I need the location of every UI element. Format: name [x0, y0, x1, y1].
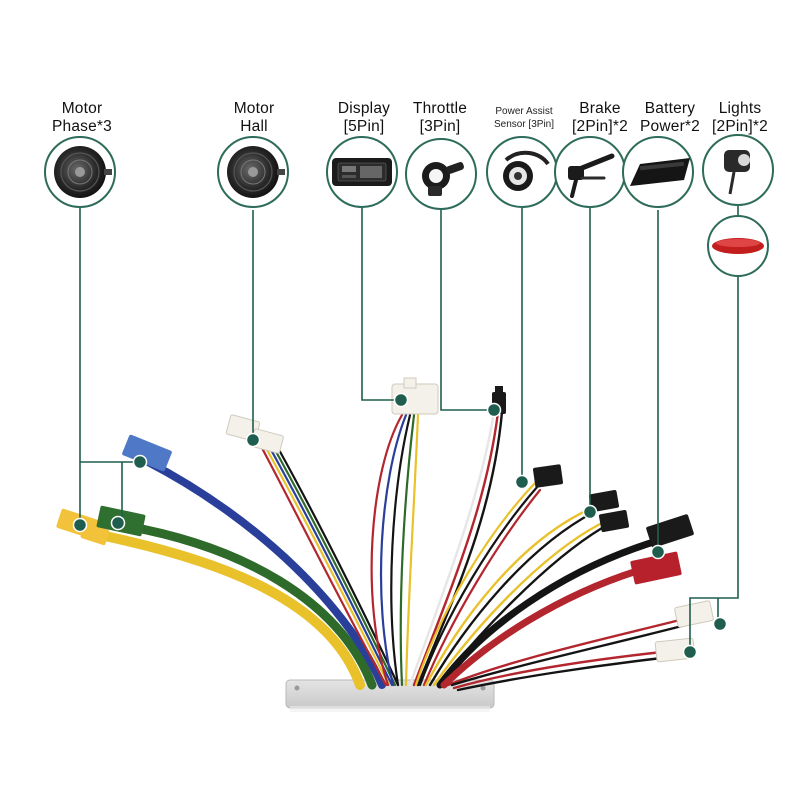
wire-display-blue: [379, 413, 408, 687]
wire-display-yellow: [404, 413, 420, 687]
leader-throttle: [440, 210, 492, 411]
node-pas: [514, 474, 530, 490]
node-hall: [245, 432, 261, 448]
connectors: [56, 377, 714, 663]
connector-light-1: [674, 600, 714, 628]
wire-throttle-white: [408, 410, 496, 687]
leader-display: [361, 206, 400, 401]
wire-light2-black: [456, 656, 664, 692]
wire-pas-black: [418, 484, 540, 687]
wire-light2-red: [452, 650, 664, 690]
wire-light1-black: [450, 624, 684, 687]
label-lights: Lights [2Pin]*2: [700, 100, 780, 136]
connector-brake-1: [588, 490, 620, 512]
wire-brake2-yellow: [432, 522, 602, 687]
hub-motor-icon-2: [217, 136, 289, 208]
connector-pas: [533, 464, 563, 488]
wire-light1-red: [446, 618, 682, 687]
label-brake-line2: [2Pin]*2: [572, 118, 628, 135]
wire-brake1-black: [428, 510, 596, 687]
node-throttle: [486, 402, 502, 418]
wire-blue-phase: [144, 458, 386, 689]
node-light-2: [682, 644, 698, 660]
battery-pack-icon: [622, 136, 694, 208]
wire-yellow-phase: [95, 530, 365, 690]
label-motor-hall-line1: Motor: [233, 100, 275, 117]
brake-lever-icon: [554, 136, 626, 208]
tail-light-icon: [707, 215, 769, 277]
wire-throttle-red: [412, 410, 500, 687]
label-lights-line2: [2Pin]*2: [712, 118, 768, 135]
node-brake: [582, 504, 598, 520]
wire-hall-red: [260, 446, 388, 687]
node-light-1: [712, 616, 728, 632]
label-motor-hall: Motor Hall: [212, 100, 296, 136]
label-throttle: Throttle [3Pin]: [398, 100, 482, 136]
connector-hall: [225, 414, 284, 454]
connector-brake-2: [598, 510, 630, 532]
wire-battery-black: [436, 536, 664, 689]
label-throttle-line2: [3Pin]: [419, 118, 461, 135]
wire-green-phase: [115, 520, 377, 690]
label-motor-hall-line2: Hall: [240, 118, 268, 135]
node-battery: [650, 544, 666, 560]
label-display-line2: [5Pin]: [343, 118, 385, 135]
wire-display-red: [370, 413, 404, 687]
wire-pas-red: [422, 488, 542, 687]
label-brake-line1: Brake: [579, 100, 621, 117]
node-display: [393, 392, 409, 408]
wire-bundle: [95, 410, 684, 692]
connector-battery-red: [630, 551, 682, 585]
label-battery-line1: Battery: [644, 100, 696, 117]
node-phase-yellow: [72, 517, 88, 533]
leader-motor-phase: [79, 205, 140, 522]
label-lights-line1: Lights: [718, 100, 762, 117]
label-throttle-line1: Throttle: [412, 100, 468, 117]
wire-pas-yellow: [414, 480, 538, 687]
label-motor-phase: Motor Phase*3: [40, 100, 124, 136]
label-brake: Brake [2Pin]*2: [560, 100, 640, 136]
wire-hall-green: [272, 446, 397, 687]
label-motor-phase-line1: Motor: [61, 100, 103, 117]
label-pas-line2: Sensor [3Pin]: [493, 119, 555, 130]
leader-lines: [79, 205, 739, 652]
label-motor-phase-line2: Phase*3: [51, 118, 112, 135]
lcd-display-icon: [326, 136, 398, 208]
node-phase-green: [110, 515, 126, 531]
wire-brake1-yellow: [424, 506, 594, 687]
connector-battery-black: [646, 514, 694, 548]
connector-blue-phase: [122, 434, 172, 472]
wire-battery-red: [440, 566, 644, 689]
label-battery: Battery Power*2: [630, 100, 710, 136]
wire-hall-black: [276, 446, 400, 687]
label-display: Display [5Pin]: [324, 100, 404, 136]
leader-nodes: [72, 392, 728, 660]
wire-hall-blue: [268, 446, 394, 687]
hub-motor-icon: [44, 136, 116, 208]
wire-display-green: [399, 413, 416, 687]
pas-sensor-icon: [486, 136, 558, 208]
label-battery-line2: Power*2: [640, 118, 700, 135]
label-pas-line1: Power Assist: [495, 106, 553, 117]
label-pas: Power Assist Sensor [3Pin]: [484, 105, 564, 131]
headlight-icon: [702, 134, 774, 206]
node-phase-blue: [132, 454, 148, 470]
label-display-line1: Display: [337, 100, 391, 117]
wire-hall-yellow: [264, 446, 391, 687]
wire-display-black: [390, 413, 412, 687]
component-icons: [44, 134, 774, 277]
wire-throttle-black: [416, 410, 504, 687]
thumb-throttle-icon: [405, 138, 477, 210]
